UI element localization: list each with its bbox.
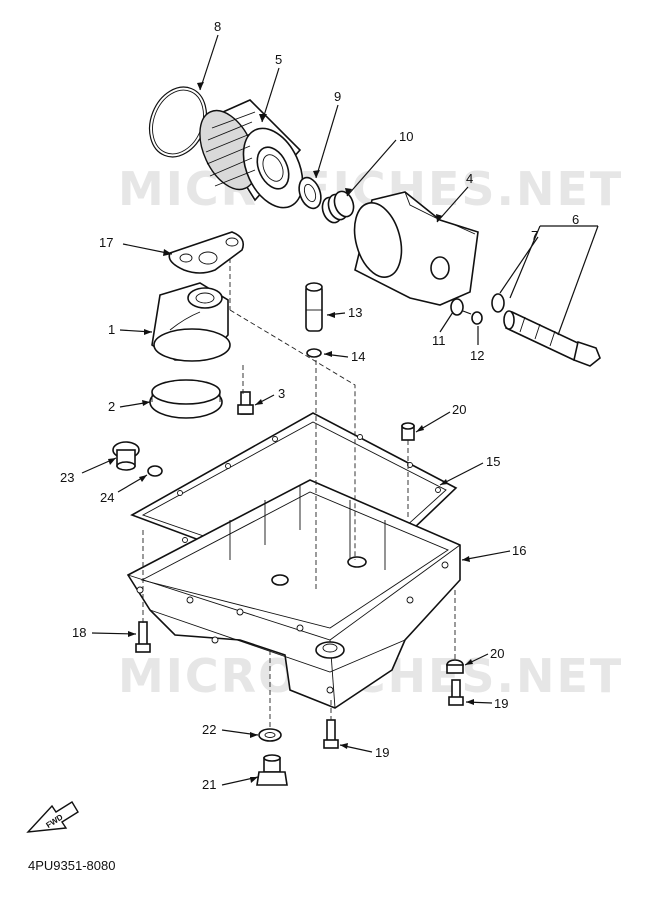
part-relief-valve-13 [305, 282, 323, 332]
part-strainer-housing-1 [151, 282, 231, 362]
part-bolt-12 [462, 310, 483, 325]
part-plug-24 [112, 441, 140, 471]
callout-14: 14 [351, 349, 365, 364]
callout-21: 20 [452, 402, 466, 417]
callout-19-center: 19 [375, 745, 389, 760]
part-oil-filter-5 [199, 99, 304, 209]
part-oil-pipe-6 [503, 310, 601, 367]
callout-23: 22 [202, 722, 216, 737]
part-washer-11 [450, 298, 464, 316]
part-o-ring-14 [306, 348, 322, 358]
part-filter-cover-4 [353, 191, 479, 306]
part-o-ring-25 [147, 465, 163, 477]
fwd-arrow-icon: FWD [26, 801, 79, 833]
callout-9: 9 [334, 89, 341, 104]
part-o-ring-7 [491, 293, 505, 313]
callout-15: 16 [512, 543, 526, 558]
callout-6: 6 [572, 212, 579, 227]
part-gasket-17 [168, 231, 245, 274]
callout-labels: 8 5 9 10 4 6 7 11 12 13 14 17 1 2 3 23 2… [60, 19, 579, 792]
assembly-guides [142, 258, 456, 728]
callout-24: 23 [60, 470, 74, 485]
callout-1: 1 [108, 322, 115, 337]
part-oil-pan-15 [126, 479, 461, 709]
callout-12: 12 [470, 348, 484, 363]
arrowheads [108, 82, 474, 783]
callout-8: 8 [214, 19, 221, 34]
callout-25: 24 [100, 490, 114, 505]
part-dowel-20 [446, 659, 464, 674]
callout-20: 20 [490, 646, 504, 661]
callout-2: 2 [108, 399, 115, 414]
part-washer-23 [258, 728, 282, 742]
callout-16: 15 [486, 454, 500, 469]
callout-17: 17 [99, 235, 113, 250]
part-bolt-19-right [448, 679, 464, 706]
part-dowel-21 [401, 422, 415, 441]
diagram-code: 4PU9351-8080 [28, 858, 116, 873]
part-bolt-18 [135, 621, 151, 653]
part-drain-bolt-22 [256, 754, 288, 786]
callout-7: 7 [531, 228, 538, 243]
callout-10: 10 [399, 129, 413, 144]
callout-19-right: 19 [494, 696, 508, 711]
callout-5: 5 [275, 52, 282, 67]
part-strainer-2 [149, 379, 223, 419]
part-bolt-19-center [323, 719, 339, 749]
callout-22: 21 [202, 777, 216, 792]
callout-3: 3 [278, 386, 285, 401]
callout-4: 4 [466, 171, 473, 186]
callout-18: 18 [72, 625, 86, 640]
part-bolt-3 [237, 391, 254, 415]
part-washer-9 [298, 176, 322, 210]
callout-13: 13 [348, 305, 362, 320]
part-spring-10 [321, 190, 355, 224]
callout-11: 11 [432, 333, 446, 348]
